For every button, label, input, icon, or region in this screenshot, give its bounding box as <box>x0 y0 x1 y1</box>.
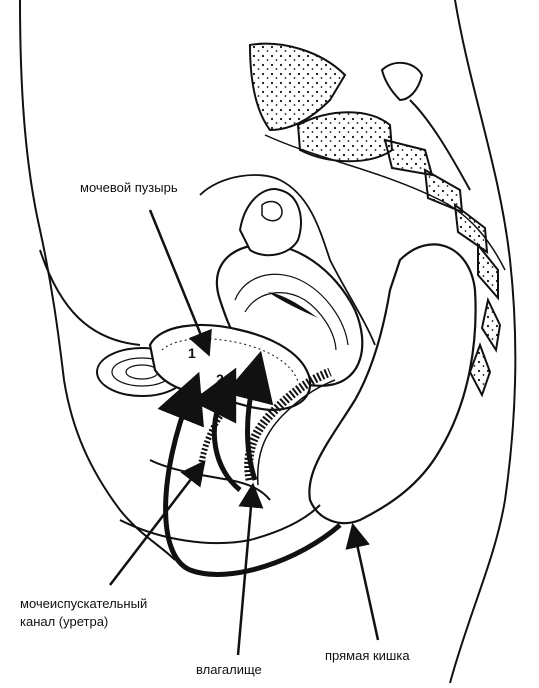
route-number-3: 3 <box>244 365 252 381</box>
label-urethra-line1: мочеиспускательный <box>20 596 147 612</box>
label-rectum: прямая кишка <box>325 648 410 664</box>
abdominal-wall <box>40 250 140 345</box>
body-front-outline <box>20 0 175 560</box>
ovary <box>240 189 301 255</box>
rectum-pointer <box>355 535 378 640</box>
label-bladder: мочевой пузырь <box>80 180 178 196</box>
label-vagina: влагалище <box>196 662 262 678</box>
route-arrow-2 <box>214 390 240 490</box>
bladder-pointer <box>150 210 205 345</box>
route-number-2: 2 <box>216 371 224 387</box>
route-number-1: 1 <box>188 345 196 361</box>
label-urethra-line2: канал (уретра) <box>20 614 108 630</box>
